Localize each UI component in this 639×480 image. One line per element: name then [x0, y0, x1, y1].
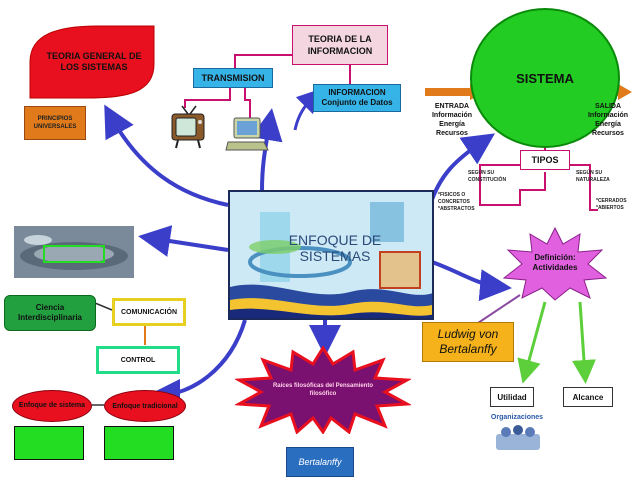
machinery-illustration [230, 192, 432, 318]
comunicacion-box[interactable]: COMUNICACIÓN [112, 298, 186, 326]
salida-label: SALIDA Información Energía Recursos [587, 103, 629, 137]
organizaciones-icon [496, 425, 540, 450]
arrow-to-image-left [138, 225, 229, 257]
segun-constitucion-label: SEGÚN SU CONSTITUCIÓN [468, 170, 507, 183]
ciencia-interdisciplinaria-box[interactable]: Ciencia Interdisciplinaria [4, 295, 96, 331]
arrow-to-definicion [431, 260, 512, 302]
television-icon [171, 105, 205, 149]
raices-starburst-shape [235, 346, 411, 434]
alcance-box[interactable]: Alcance [563, 387, 613, 407]
informacion-box[interactable]: INFORMACION Conjunto de Datos [313, 84, 401, 112]
network-image [14, 226, 134, 278]
teoria-general-shape [29, 25, 155, 99]
cerrados-abiertos-label: *CERRADOS *ABIERTOS [596, 198, 627, 211]
computer-icon [225, 117, 269, 151]
definicion-label[interactable]: Definición: Actividades [532, 253, 578, 272]
sistema-circle[interactable]: SISTEMA [470, 8, 620, 148]
control-box[interactable]: CONTROL [96, 346, 180, 374]
enfoque-tradicional-empty-box[interactable] [104, 426, 174, 460]
teoria-informacion-box[interactable]: TEORIA DE LA INFORMACION [292, 25, 388, 65]
utilidad-box[interactable]: Utilidad [490, 387, 534, 407]
entrada-label: ENTRADA Información Energía Recursos [431, 103, 473, 137]
enfoque-center-image[interactable]: ENFOQUE DE SISTEMAS [228, 190, 434, 320]
enfoque-sistema-oval[interactable]: Enfoque de sistema [12, 390, 92, 422]
enfoque-sistema-empty-box[interactable] [14, 426, 84, 460]
bertalanffy-box[interactable]: Bertalanffy [286, 447, 354, 477]
definicion-star-shape [502, 226, 608, 301]
arrow-to-transmision [250, 108, 283, 191]
transmision-box[interactable]: TRANSMISION [193, 68, 273, 88]
arrow-to-teoria-informacion [293, 88, 322, 131]
enfoque-tradicional-oval[interactable]: Enfoque tradicional [104, 390, 186, 422]
teoria-general-label[interactable]: TEORIA GENERAL DE LOS SISTEMAS [46, 51, 142, 72]
arrow-to-teoria-general [104, 104, 229, 207]
principios-universales-box[interactable]: PRINCIPIOS UNIVERSALES [24, 106, 86, 140]
segun-naturaleza-label: SEGÚN SU NATURALEZA [576, 170, 610, 183]
ludwig-box[interactable]: Ludwig von Bertalanffy [422, 322, 514, 362]
raices-label[interactable]: Raíces filosóficas del Pensamiento filos… [272, 383, 374, 397]
fisicos-abstractos-label: *FISICOS O CONCRETOS *ABSTRACTOS [438, 192, 475, 212]
organizaciones-label: Organizaciones [490, 414, 544, 421]
tipos-box[interactable]: TIPOS [520, 150, 570, 170]
enfoque-label: ENFOQUE DE SISTEMAS [288, 232, 382, 264]
